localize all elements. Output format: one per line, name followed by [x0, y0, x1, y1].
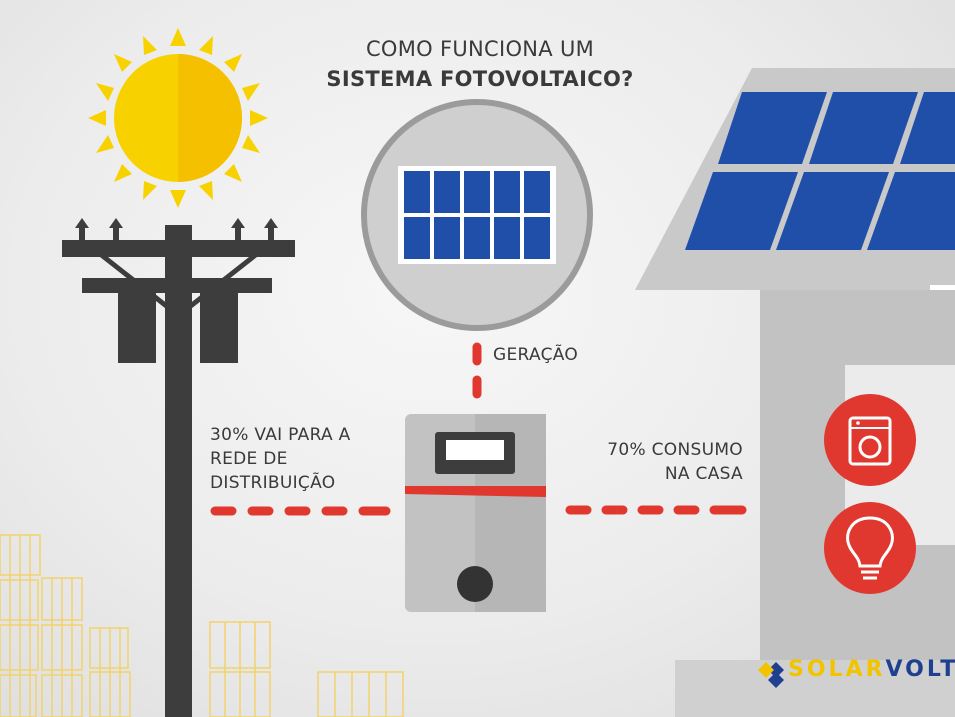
house-solar-panel — [685, 92, 955, 250]
grid-label: 30% VAI PARA A REDE DE DISTRIBUIÇÃO — [210, 423, 351, 495]
generation-label: GERAÇÃO — [493, 345, 579, 365]
grid-label-line-2: REDE DE — [210, 449, 288, 469]
home-label-line-2: NA CASA — [664, 464, 743, 484]
solarvolt-logo: SOLARVOLT — [788, 657, 955, 682]
sun-icon — [88, 28, 268, 208]
house-icon — [635, 68, 955, 717]
solar-panel-icon — [361, 99, 593, 331]
title-line-1: COMO FUNCIONA UM — [365, 37, 595, 61]
home-label-line-1: 70% CONSUMO — [607, 440, 743, 460]
page-title: COMO FUNCIONA UM SISTEMA FOTOVOLTAICO? — [300, 34, 660, 94]
lightbulb-icon — [824, 502, 916, 594]
background-panels — [0, 534, 404, 717]
title-line-2: SISTEMA FOTOVOLTAICO? — [326, 67, 634, 91]
grid-label-line-1: 30% VAI PARA A — [210, 425, 351, 445]
home-label: 70% CONSUMO NA CASA — [588, 438, 743, 486]
inverter-icon — [405, 414, 546, 612]
logo-volt: VOLT — [885, 657, 955, 682]
solarvolt-logo-icon — [758, 662, 784, 688]
grid-label-line-3: DISTRIBUIÇÃO — [210, 473, 336, 493]
power-pole-icon — [62, 218, 295, 717]
washing-machine-icon — [824, 394, 916, 486]
logo-solar: SOLAR — [788, 657, 886, 682]
